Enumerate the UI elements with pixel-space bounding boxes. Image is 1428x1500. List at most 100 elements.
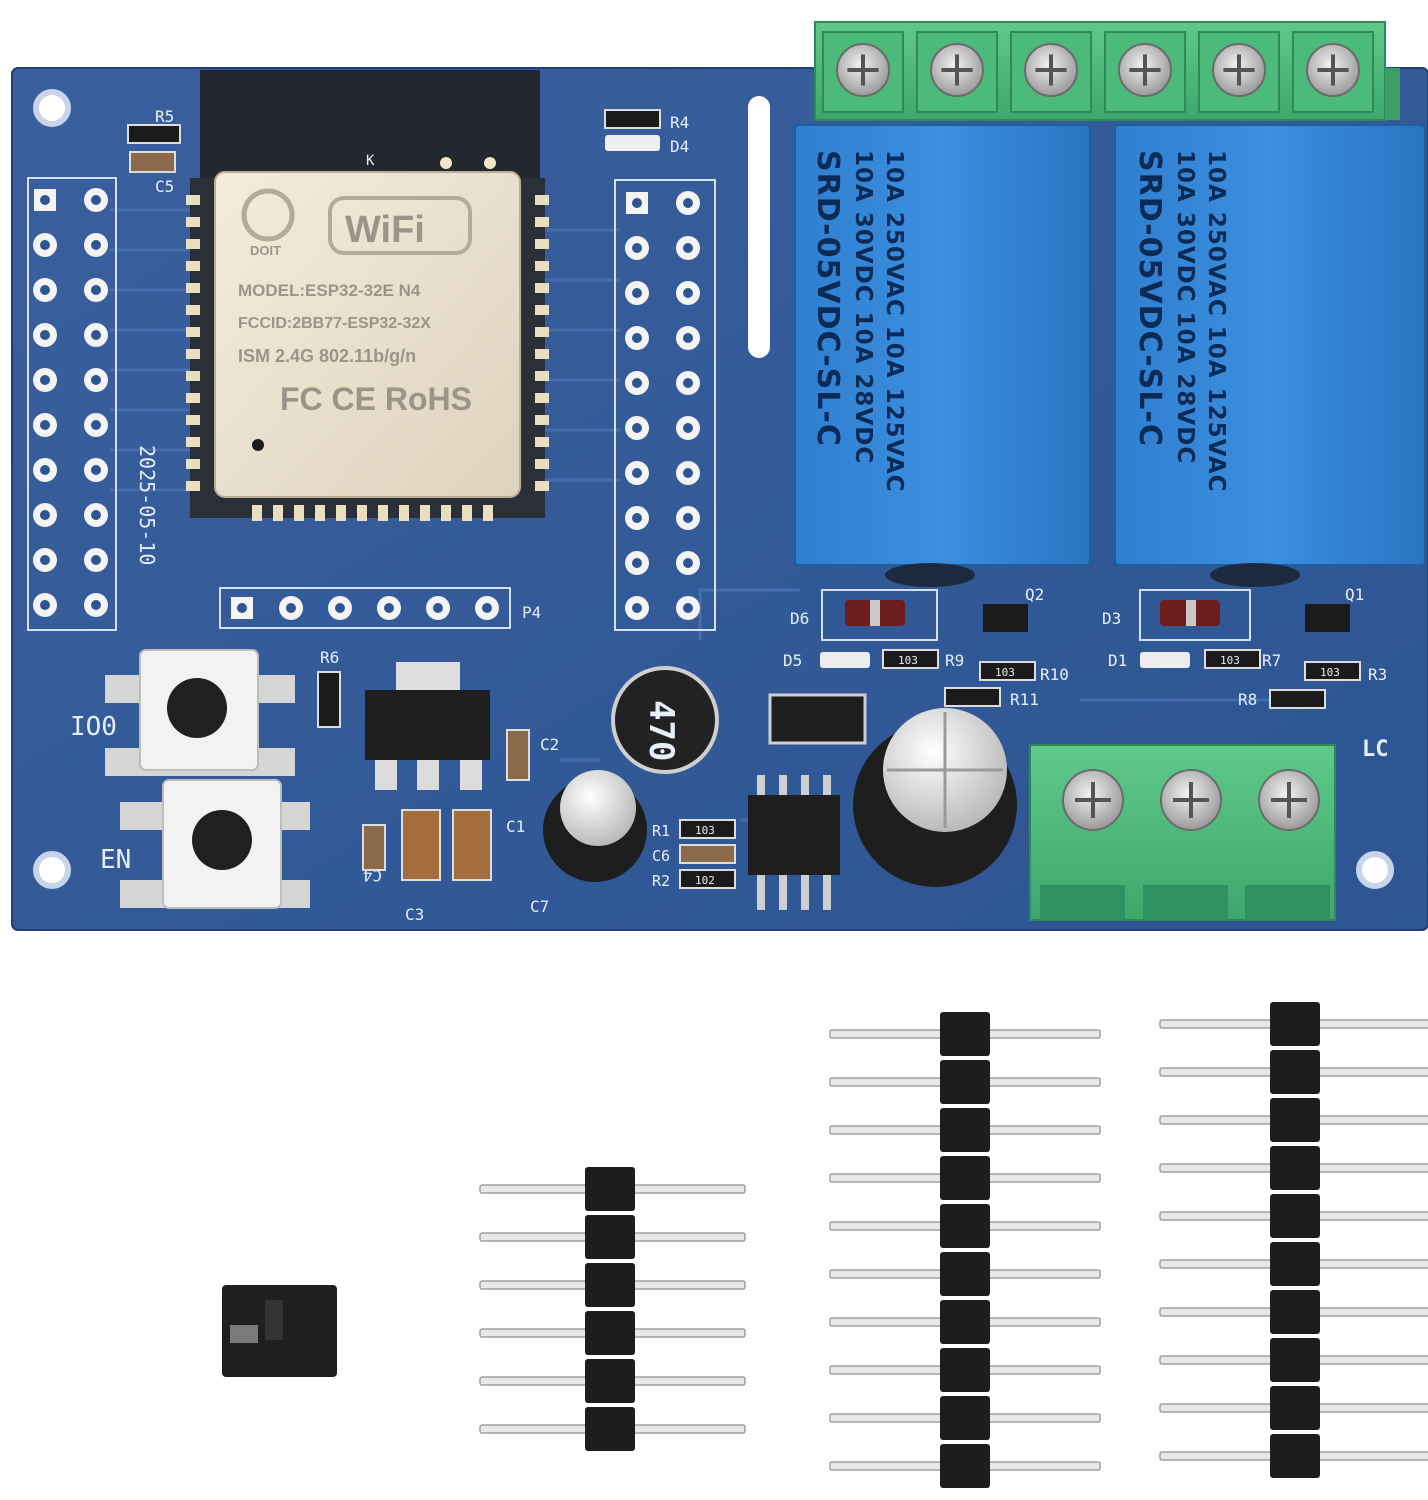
resistor-r6	[317, 671, 341, 728]
header-body	[585, 1407, 635, 1451]
pad-hole	[683, 603, 693, 613]
label-d6: D6	[790, 609, 809, 628]
label-r5: R5	[155, 107, 174, 126]
pad-hole	[40, 375, 50, 385]
pad-hole	[632, 288, 642, 298]
header-body	[585, 1263, 635, 1307]
label-c6: C6	[652, 847, 670, 865]
label-c3: C3	[405, 905, 424, 924]
ic-pin	[801, 775, 809, 795]
label-io0: IO0	[70, 712, 117, 742]
ic-pin	[779, 775, 787, 795]
module-pin	[399, 505, 409, 521]
header-body	[940, 1444, 990, 1488]
capacitor-c5	[129, 151, 176, 173]
label-r4: R4	[670, 113, 689, 132]
transistor-q2	[983, 604, 1028, 632]
module-pin	[535, 327, 549, 337]
pad-hole	[632, 468, 642, 478]
mounting-hole	[33, 89, 71, 127]
module-pin	[535, 305, 549, 315]
screw-slot	[1129, 54, 1161, 86]
led-d4	[605, 135, 660, 151]
relay-1-line-3: 10A 250VAC 10A 125VAC	[881, 150, 907, 493]
module-pin	[186, 239, 200, 249]
module-pin	[186, 195, 200, 205]
led-d5	[820, 652, 870, 668]
ldo-tab	[396, 662, 460, 692]
label-r10: R10	[1040, 665, 1069, 684]
pad-hole	[40, 285, 50, 295]
pad-hole	[40, 510, 50, 520]
r7-code: 103	[1220, 654, 1240, 667]
label-c2: C2	[540, 735, 559, 754]
pad-hole	[91, 330, 101, 340]
module-pin	[462, 505, 472, 521]
pad-hole	[632, 198, 642, 208]
pad-hole	[632, 603, 642, 613]
module-pin	[535, 393, 549, 403]
pad-hole	[632, 378, 642, 388]
wifi-logo-text: WiFi	[345, 209, 425, 251]
pad-hole	[683, 243, 693, 253]
module-pin	[535, 481, 549, 491]
label-p4: P4	[522, 603, 541, 622]
pad-hole	[91, 285, 101, 295]
module-pin	[441, 505, 451, 521]
header-body	[1270, 1002, 1320, 1046]
module-pin	[186, 459, 200, 469]
ic-pin	[779, 875, 787, 910]
pad-hole	[384, 603, 394, 613]
r3-code: 103	[1320, 666, 1340, 679]
mounting-hole	[33, 851, 71, 889]
relay-2-line-1: SRD-05VDC-SL-C	[1132, 150, 1167, 447]
capacitor-c2	[506, 729, 530, 781]
pad-hole	[683, 558, 693, 568]
header-body	[1270, 1050, 1320, 1094]
board-slot	[748, 96, 770, 358]
module-pin	[294, 505, 304, 521]
silkscreen-labels: R5 C5 R4 D4 2025-05-10 P4 IO0 EN R6 C2 C…	[70, 107, 1389, 924]
en-button[interactable]	[120, 779, 310, 909]
label-c1: C1	[506, 817, 525, 836]
pad-hole	[335, 603, 345, 613]
module-pin	[186, 371, 200, 381]
header-body	[1270, 1386, 1320, 1430]
resistor-r8	[1269, 689, 1326, 709]
label-c7: C7	[530, 897, 549, 916]
resistor-r11	[944, 687, 1001, 707]
header-6-pin	[479, 1167, 746, 1451]
header-body	[940, 1252, 990, 1296]
header-body	[1270, 1098, 1320, 1142]
pad-hole	[91, 195, 101, 205]
module-pin	[357, 505, 367, 521]
label-q1: Q1	[1345, 585, 1364, 604]
ic-pin	[801, 875, 809, 910]
module-pin	[535, 415, 549, 425]
module-pin	[420, 505, 430, 521]
header-body	[1270, 1194, 1320, 1238]
label-r9: R9	[945, 651, 964, 670]
module-pin	[186, 283, 200, 293]
led-d1	[1140, 652, 1190, 668]
pad-hole	[632, 243, 642, 253]
io0-button[interactable]	[105, 649, 295, 776]
module-pin	[535, 217, 549, 227]
pad-hole	[40, 600, 50, 610]
left-pin-header	[27, 177, 117, 631]
fccid-text: FCCID:2BB77-ESP32-32X	[238, 315, 431, 332]
ic-pin	[757, 775, 765, 795]
relay-2-line-3: 10A 250VAC 10A 125VAC	[1203, 150, 1229, 493]
label-r11: R11	[1010, 690, 1039, 709]
pad-hole	[91, 510, 101, 520]
pad-hole	[40, 555, 50, 565]
header-body	[1270, 1146, 1320, 1190]
pad-hole	[632, 558, 642, 568]
header-body	[585, 1167, 635, 1211]
screw-slot	[1035, 54, 1067, 86]
module-pin	[535, 195, 549, 205]
r9-code: 103	[898, 654, 918, 667]
header-body	[1270, 1290, 1320, 1334]
module-pin	[186, 481, 200, 491]
relay-2-line-2: 10A 30VDC 10A 28VDC	[1172, 150, 1198, 464]
